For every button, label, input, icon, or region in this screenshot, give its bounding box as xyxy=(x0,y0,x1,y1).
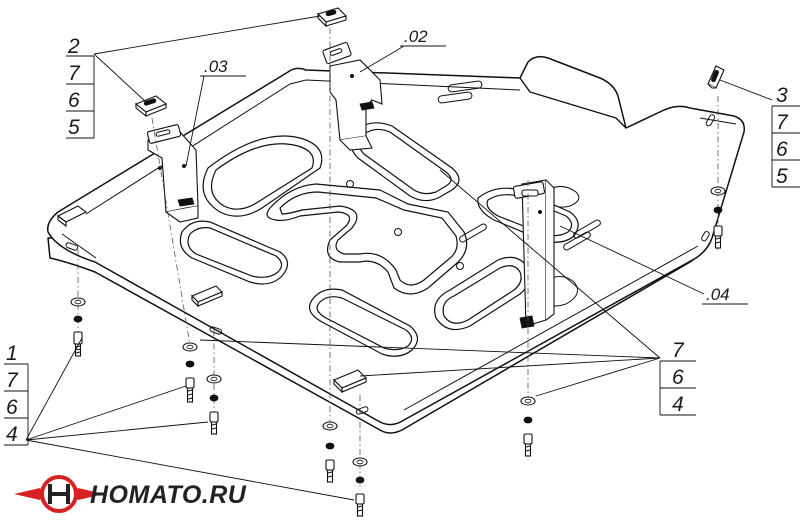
callout-number: 6 xyxy=(68,89,80,112)
callout-number: 7 xyxy=(68,62,81,85)
callout-bracket-03: .03 xyxy=(204,57,228,76)
callout-number: 7 xyxy=(6,369,19,392)
fasteners xyxy=(70,186,726,517)
callout-bottom-left: 1 7 6 4 xyxy=(4,342,29,446)
callout-number: 7 xyxy=(776,111,789,134)
callout-number: 3 xyxy=(776,84,788,107)
callout-bracket-labels: .02 .03 .04 xyxy=(200,27,748,305)
callout-number: 4 xyxy=(672,393,684,416)
winged-h-emblem xyxy=(14,475,104,513)
callout-top-right: 3 7 6 5 xyxy=(771,84,800,188)
logo-text: HOMATO.RU xyxy=(90,481,247,509)
clip-nut-side xyxy=(56,205,88,228)
clip-nut-left xyxy=(134,95,168,118)
leader-lines xyxy=(25,15,773,501)
callout-number: 5 xyxy=(68,116,80,139)
callout-number: 6 xyxy=(6,396,18,419)
callout-bracket-04: .04 xyxy=(706,285,730,304)
logo-wing-right xyxy=(74,488,104,500)
clip-nut-front-left xyxy=(191,285,223,308)
clip-nut-front xyxy=(333,369,367,394)
clip-nut-right xyxy=(707,65,725,89)
callout-number: 4 xyxy=(6,423,18,446)
logo-h-letter xyxy=(48,484,70,504)
bracket-02 xyxy=(322,41,383,151)
homato-logo: HOMATO.RU xyxy=(14,475,247,513)
callout-top-left: 2 7 6 5 xyxy=(66,35,95,139)
bracket-03 xyxy=(146,124,199,223)
clip-nut-top xyxy=(316,7,348,28)
callout-number: 5 xyxy=(776,165,788,188)
logo-wing-left xyxy=(14,488,44,500)
callout-number: 1 xyxy=(6,342,18,365)
callout-number: 2 xyxy=(67,35,80,58)
callout-number: 6 xyxy=(672,366,684,389)
callout-number: 6 xyxy=(776,138,788,161)
logo-ring xyxy=(40,475,78,513)
callout-number: 7 xyxy=(672,339,685,362)
callout-bottom-right: 7 6 4 xyxy=(659,339,696,416)
stiffening-ribs xyxy=(179,122,579,357)
callout-bracket-02: .02 xyxy=(404,27,428,46)
